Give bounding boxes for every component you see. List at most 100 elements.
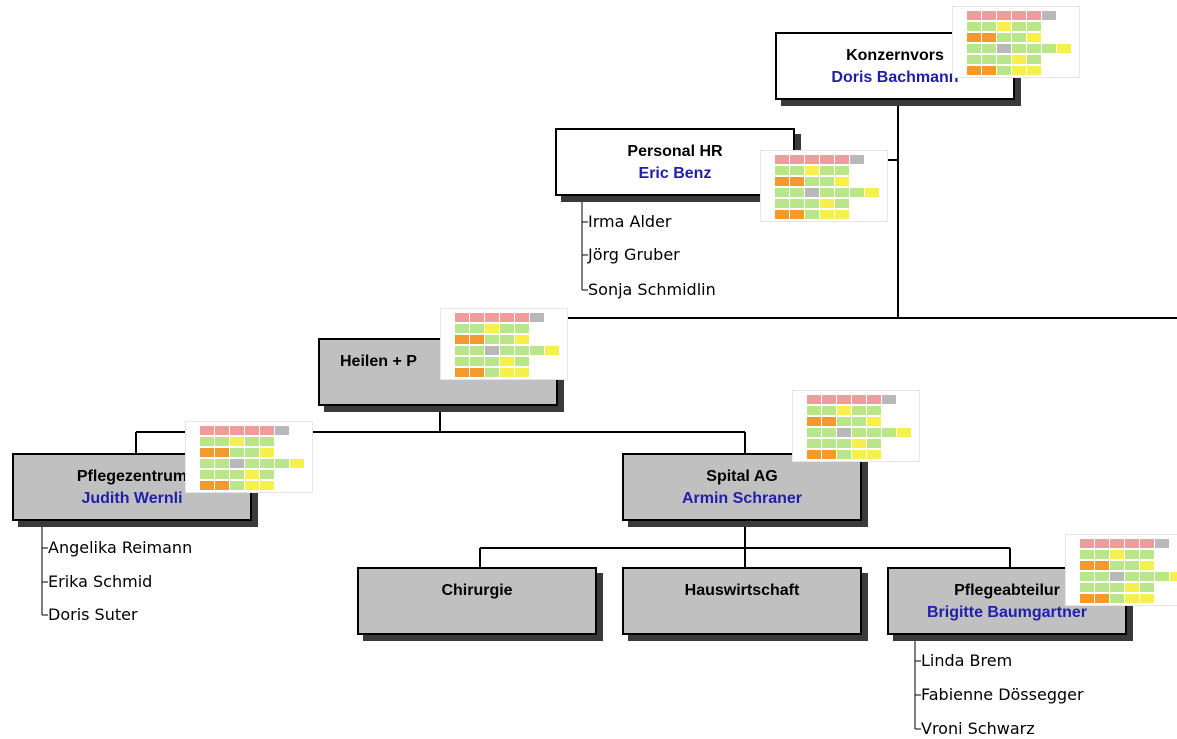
- thumbnail-cell: [775, 177, 789, 186]
- thumbnail-cell: [245, 448, 259, 457]
- thumbnail-cell: [260, 470, 274, 479]
- thumbnail-cell: [1027, 44, 1041, 53]
- members-bracket-pflegeabteilung: [914, 638, 921, 730]
- thumbnail-cell: [805, 210, 819, 219]
- thumbnail-cell: [455, 324, 469, 333]
- thumbnail-cell: [850, 188, 864, 197]
- thumbnail-cell: [807, 450, 821, 459]
- thumbnail-cell: [807, 428, 821, 437]
- thumbnail-cell: [1042, 11, 1056, 20]
- thumbnail-cell: [470, 346, 484, 355]
- thumbnail-cell: [245, 470, 259, 479]
- node-person: Brigitte Baumgartner: [926, 604, 1088, 621]
- thumbnail-cell: [805, 155, 819, 164]
- thumbnail-cell: [1080, 583, 1094, 592]
- node-hauswirtschaft[interactable]: Hauswirtschaft: [622, 567, 862, 635]
- thumbnail-cell: [245, 481, 259, 490]
- thumbnail-cell: [1110, 583, 1124, 592]
- thumbnail-cell: [1125, 583, 1139, 592]
- thumbnail-cell: [1110, 572, 1124, 581]
- node-personal-hr[interactable]: Personal HR Eric Benz: [555, 128, 795, 196]
- thumbnail-cell: [1012, 44, 1026, 53]
- spreadsheet-thumbnail[interactable]: [185, 421, 313, 493]
- thumbnail-cell: [807, 395, 821, 404]
- spreadsheet-thumbnail[interactable]: [792, 390, 920, 462]
- spreadsheet-thumbnail[interactable]: [440, 308, 568, 380]
- thumbnail-cell: [530, 313, 544, 322]
- node-chirurgie[interactable]: Chirurgie: [357, 567, 597, 635]
- thumbnail-cell: [1027, 33, 1041, 42]
- thumbnail-cell: [455, 313, 469, 322]
- thumbnail-cell: [500, 357, 514, 366]
- node-title: Chirurgie: [441, 582, 513, 599]
- member-item: Sonja Schmidlin: [588, 280, 716, 299]
- thumbnail-cell: [1110, 594, 1124, 603]
- member-item: Jörg Gruber: [588, 245, 680, 264]
- thumbnail-cell: [897, 428, 911, 437]
- thumbnail-cell: [545, 346, 559, 355]
- thumbnail-cell: [852, 406, 866, 415]
- thumbnail-cell: [485, 313, 499, 322]
- thumbnail-cell: [835, 177, 849, 186]
- thumbnail-cell: [1095, 583, 1109, 592]
- thumbnail-cell: [790, 155, 804, 164]
- thumbnail-cell: [275, 459, 289, 468]
- thumbnail-cell: [515, 368, 529, 377]
- thumbnail-cell: [790, 188, 804, 197]
- thumbnail-cell: [1125, 561, 1139, 570]
- thumbnail-cell: [470, 324, 484, 333]
- thumbnail-cell: [805, 177, 819, 186]
- member-item: Doris Suter: [48, 605, 138, 624]
- thumbnail-cell: [1012, 33, 1026, 42]
- member-item: Linda Brem: [921, 651, 1013, 670]
- thumbnail-cell: [982, 33, 996, 42]
- thumbnail-cell: [820, 210, 834, 219]
- thumbnail-cell: [485, 368, 499, 377]
- node-title: Konzernvors: [846, 47, 944, 64]
- thumbnail-cell: [1140, 572, 1154, 581]
- thumbnail-cell: [807, 439, 821, 448]
- thumbnail-cell: [822, 417, 836, 426]
- thumbnail-cell: [485, 335, 499, 344]
- thumbnail-cell: [500, 335, 514, 344]
- thumbnail-cell: [215, 448, 229, 457]
- member-item: Vroni Schwarz: [921, 719, 1035, 738]
- thumbnail-cell: [850, 155, 864, 164]
- thumbnail-cell: [485, 357, 499, 366]
- spreadsheet-thumbnail[interactable]: [952, 6, 1080, 78]
- node-title: Pflegeabteilur: [954, 582, 1060, 599]
- node-spital-ag[interactable]: Spital AG Armin Schraner: [622, 453, 862, 521]
- thumbnail-cell: [867, 417, 881, 426]
- thumbnail-cell: [865, 188, 879, 197]
- node-title: Hauswirtschaft: [684, 582, 800, 599]
- thumbnail-cell: [455, 335, 469, 344]
- thumbnail-cell: [200, 470, 214, 479]
- thumbnail-cell: [515, 313, 529, 322]
- thumbnail-cell: [997, 22, 1011, 31]
- thumbnail-cell: [867, 450, 881, 459]
- thumbnail-cell: [245, 459, 259, 468]
- thumbnail-cell: [200, 437, 214, 446]
- thumbnail-cell: [852, 439, 866, 448]
- spreadsheet-thumbnail[interactable]: [1065, 534, 1177, 606]
- thumbnail-cell: [997, 44, 1011, 53]
- thumbnail-cell: [515, 346, 529, 355]
- thumbnail-cell: [215, 426, 229, 435]
- thumbnail-cell: [967, 55, 981, 64]
- thumbnail-cell: [200, 448, 214, 457]
- node-person: Doris Bachmann: [831, 69, 959, 86]
- thumbnail-cell: [1095, 594, 1109, 603]
- thumbnail-cell: [807, 417, 821, 426]
- spreadsheet-thumbnail[interactable]: [760, 150, 888, 222]
- thumbnail-cell: [1140, 550, 1154, 559]
- thumbnail-cell: [790, 210, 804, 219]
- thumbnail-cell: [215, 481, 229, 490]
- thumbnail-cell: [997, 33, 1011, 42]
- thumbnail-cell: [775, 199, 789, 208]
- thumbnail-cell: [260, 481, 274, 490]
- thumbnail-cell: [837, 450, 851, 459]
- thumbnail-cell: [835, 155, 849, 164]
- thumbnail-cell: [1027, 11, 1041, 20]
- thumbnail-cell: [1012, 22, 1026, 31]
- thumbnail-cell: [500, 368, 514, 377]
